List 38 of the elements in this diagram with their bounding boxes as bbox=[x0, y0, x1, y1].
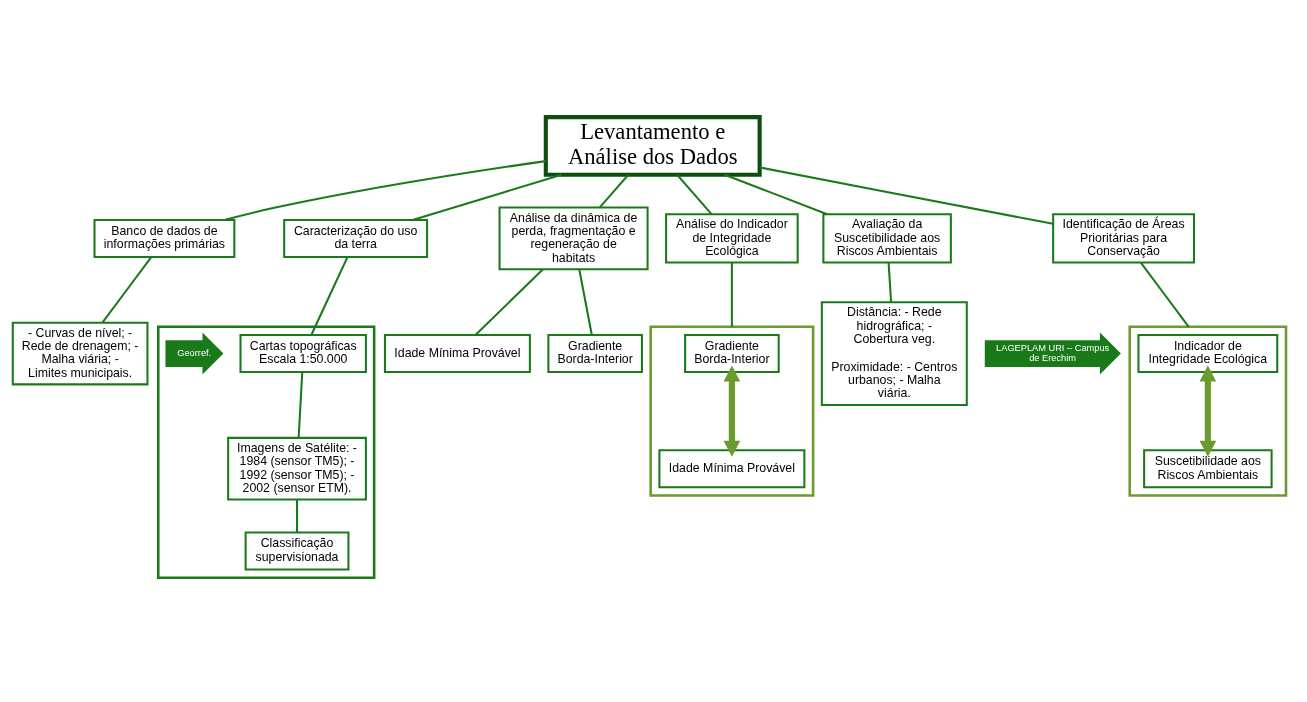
node-box: Caracterização do uso da terra bbox=[283, 218, 429, 258]
node-box: - Curvas de nível; - Rede de drenagem; - Malha viária; - Limites municipais. bbox=[11, 321, 149, 385]
node-box: Análise do Indicador de Integridade Ecológica bbox=[665, 212, 799, 264]
connector bbox=[887, 262, 893, 302]
arrow bbox=[723, 365, 741, 457]
connector bbox=[1140, 261, 1190, 327]
node-box: Idade Mínima Provável bbox=[658, 448, 806, 488]
node-box: Distância: - Rede hidrográfica; - Cobertura veg. Proximidade: - Centros urbanos; - Malha viária. bbox=[820, 300, 968, 406]
node-box: Identificação de Áreas Prioritárias para Conservação bbox=[1052, 212, 1195, 264]
node-box: Suscetibilidade aos Riscos Ambientais bbox=[1143, 448, 1273, 488]
node-box: Análise da dinâmica de perda, fragmentação e regeneração de habitats bbox=[498, 206, 649, 270]
node-box: Imagens de Satélite: - 1984 (sensor TM5); - 1992 (sensor TM5); - 2002 (sensor ETM). bbox=[227, 436, 367, 501]
node-box: Indicador de Integridade Ecológica bbox=[1137, 333, 1279, 373]
connector bbox=[297, 371, 304, 438]
node-box: Levantamento e Análise dos Dados bbox=[543, 114, 762, 177]
node-box: Idade Mínima Provável bbox=[383, 333, 531, 373]
connector bbox=[296, 499, 299, 532]
connector bbox=[676, 173, 713, 215]
connector bbox=[759, 166, 1054, 225]
connector bbox=[730, 262, 733, 327]
node-box: Gradiente Borda-Interior bbox=[547, 333, 643, 373]
cluster bbox=[156, 325, 376, 579]
node-box: Banco de dados de informações primárias bbox=[93, 218, 236, 258]
cluster bbox=[1128, 325, 1288, 497]
connector bbox=[413, 173, 562, 221]
node-box: Gradiente Borda-Interior bbox=[684, 333, 780, 373]
connector bbox=[724, 173, 828, 215]
arrow bbox=[1199, 365, 1217, 457]
connector bbox=[224, 159, 546, 221]
connector bbox=[599, 173, 629, 208]
cluster bbox=[649, 325, 815, 497]
connector bbox=[101, 256, 153, 323]
node-box: Avaliação da Suscetibilidade aos Riscos Ambientais bbox=[822, 212, 952, 264]
connector bbox=[578, 268, 593, 335]
node-box: Classificação supervisionada bbox=[244, 530, 350, 570]
connector bbox=[310, 256, 349, 335]
node-box: Cartas topográficas Escala 1:50.000 bbox=[239, 333, 367, 373]
connector bbox=[474, 268, 544, 335]
